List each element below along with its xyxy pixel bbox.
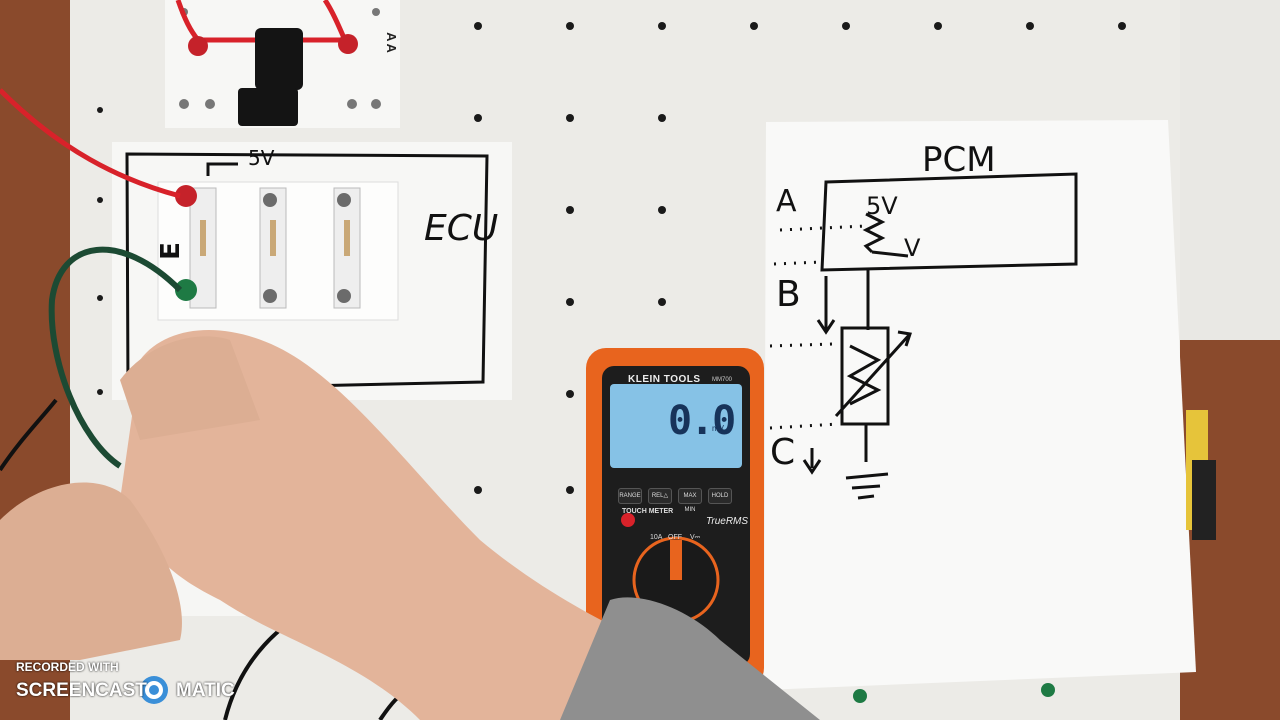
red-test-lead <box>0 88 181 199</box>
sensor-resistor <box>846 344 882 406</box>
whiteboard-clip-left <box>853 689 867 703</box>
right-hand <box>120 330 640 720</box>
dial-label-vdc: V⎓ <box>690 534 701 541</box>
wall-panel <box>1180 0 1280 340</box>
ecu-green-probe[interactable] <box>175 279 197 301</box>
multimeter-power-button[interactable] <box>621 513 635 527</box>
rel-button[interactable]: REL△ <box>648 488 672 504</box>
pull-up-resistor <box>862 212 886 254</box>
multimeter-dial-pointer <box>670 540 682 580</box>
dotted-leaders <box>769 224 867 430</box>
hold-button[interactable]: HOLD <box>708 488 732 504</box>
multimeter-lcd <box>610 384 742 468</box>
fuse-terminal-left[interactable] <box>188 36 208 56</box>
pegboard-holes <box>97 22 1126 494</box>
fuse-holder <box>238 88 298 126</box>
fuse-terminal-right[interactable] <box>338 34 358 54</box>
arrow-c <box>802 448 822 475</box>
pcm-supply-label: 5V <box>866 192 898 220</box>
multimeter-reading: 0.0 <box>668 398 736 444</box>
multimeter-model: MM700 <box>712 377 733 383</box>
watermark-recorded-with: RECORDED WITH <box>16 660 119 674</box>
terminal-a-label: A <box>776 184 797 219</box>
ecu-supply-label: 5V <box>248 146 275 170</box>
fuse-board-screws <box>179 8 381 109</box>
arrow-b <box>816 276 836 335</box>
resistor-terminals <box>263 193 351 303</box>
blade-fuse[interactable] <box>255 28 303 90</box>
dial-label-10a: 10A <box>650 534 663 541</box>
left-hand <box>0 482 182 660</box>
ecu-5v-arrow <box>206 162 238 176</box>
terminal-b-label: B <box>776 274 801 315</box>
variable-arrow <box>834 330 912 418</box>
sensor-box <box>840 326 890 426</box>
multimeter-brand: KLEIN TOOLS <box>628 374 701 385</box>
watermark-matic: MATIC <box>176 680 235 701</box>
whiteboard-clip-right <box>1041 683 1055 697</box>
green-test-lead <box>48 246 183 469</box>
resistor-strips <box>189 187 361 309</box>
signal-node <box>871 250 909 258</box>
watermark-screencast: SCREENCAST <box>16 680 147 701</box>
ecu-outline <box>125 152 489 392</box>
ecu-side-label: E <box>155 242 186 260</box>
right-hand-fingers <box>120 336 260 440</box>
max-min-button[interactable]: MAX MIN <box>678 488 702 513</box>
true-rms-label: TrueRMS <box>706 516 749 527</box>
pcm-box <box>820 172 1078 272</box>
whiteboard <box>764 120 1196 690</box>
fuse-board-label: AA <box>383 32 399 55</box>
pcm-title: PCM <box>922 140 996 180</box>
ecu-red-probe[interactable] <box>175 185 197 207</box>
screencastomatic-logo-icon <box>140 676 168 704</box>
black-cable-3 <box>0 398 58 472</box>
ecu-title: ECU <box>424 208 499 249</box>
whiteboard-diagram <box>802 172 1078 500</box>
range-button[interactable]: RANGE <box>618 488 642 504</box>
dial-label-off: OFF <box>668 534 682 541</box>
terminal-c-label: C <box>770 432 796 473</box>
multimeter-unit: mV <box>712 424 724 433</box>
black-object <box>1192 460 1216 540</box>
pcm-signal-label: V <box>904 234 921 262</box>
sweater-sleeve <box>560 597 820 720</box>
ground-symbol <box>845 472 889 500</box>
touch-meter-label: TOUCH METER <box>622 508 674 515</box>
